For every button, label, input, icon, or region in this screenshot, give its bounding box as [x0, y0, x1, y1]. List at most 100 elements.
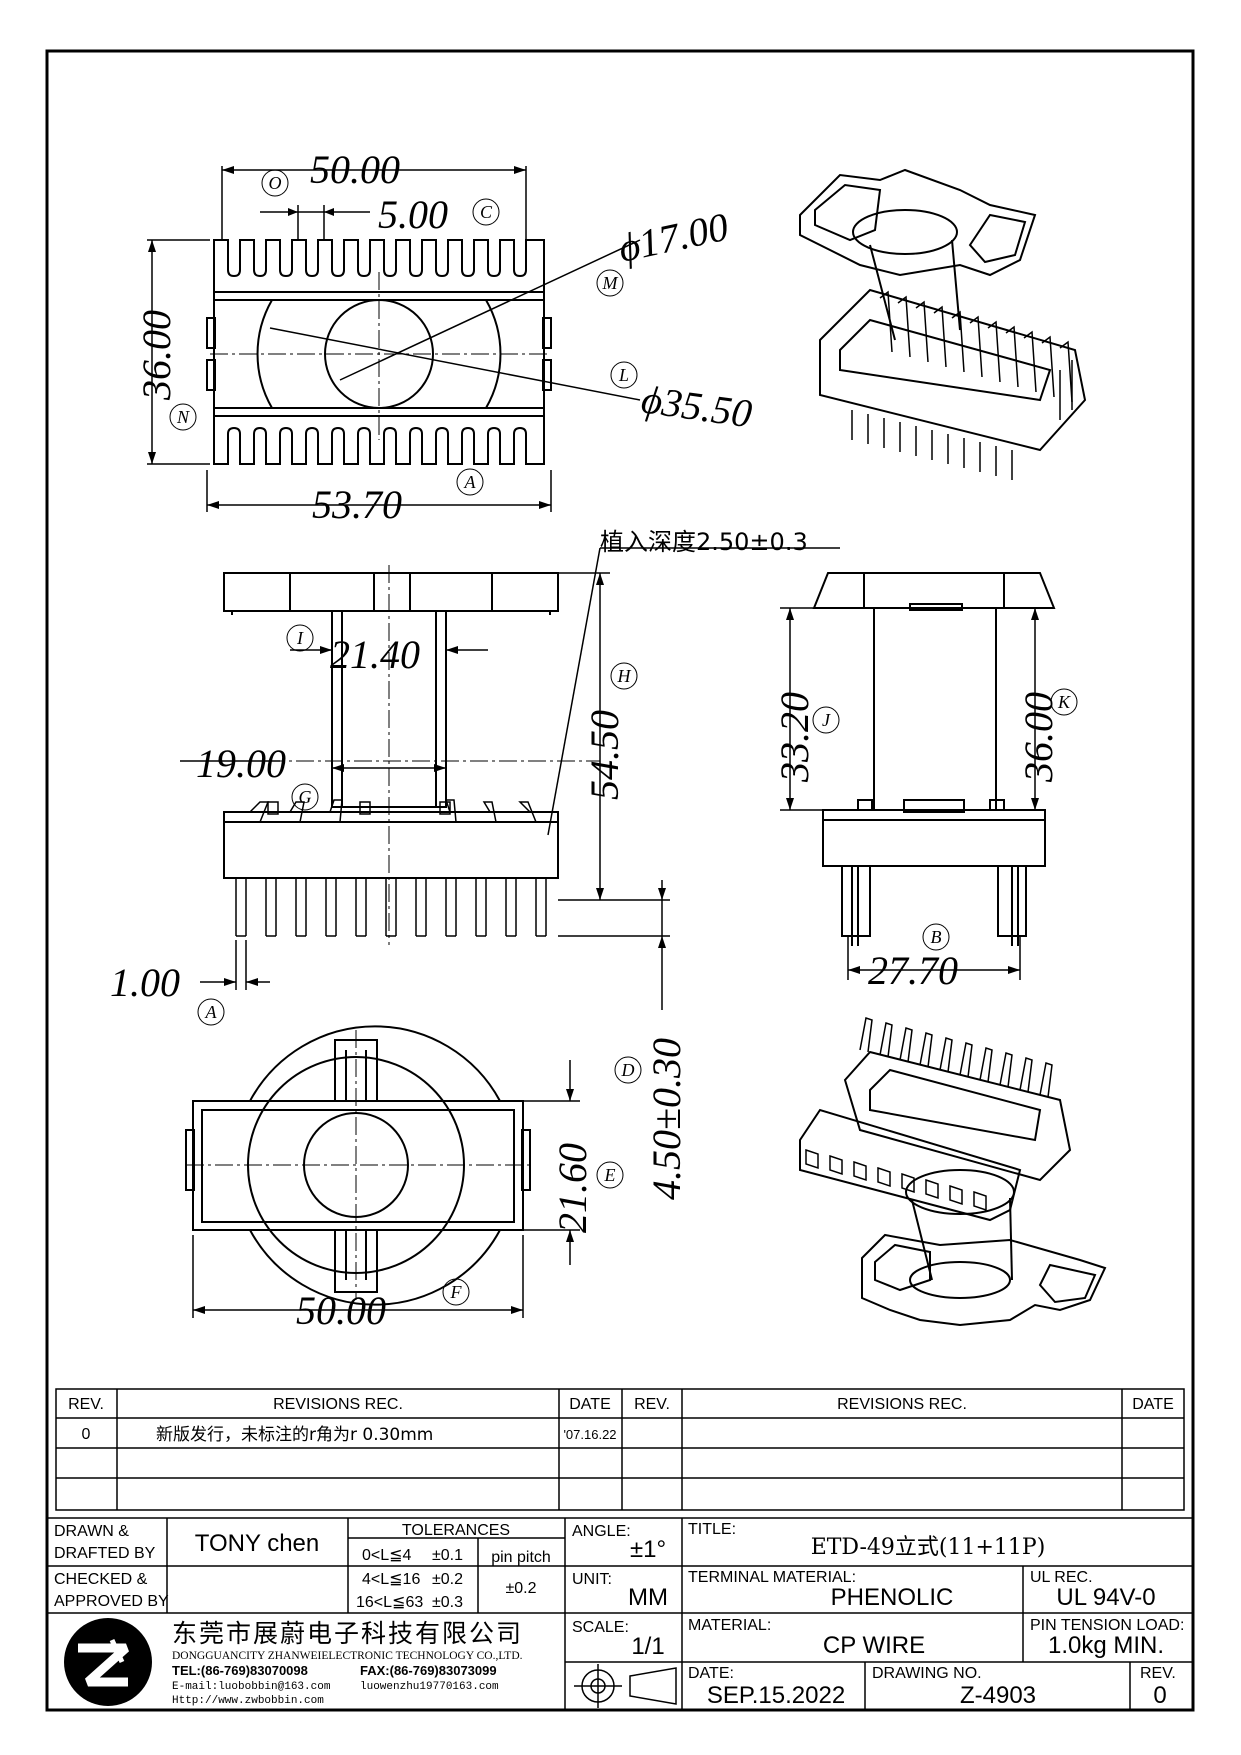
pin-pitch-label: pin pitch: [491, 1549, 551, 1566]
rev-value: 0: [1153, 1682, 1166, 1709]
rec-header: REVISIONS REC.: [273, 1396, 403, 1413]
tol-value-1: ±0.1: [432, 1547, 463, 1564]
ul-value: UL 94V-0: [1056, 1584, 1155, 1611]
drawing-no-value: Z-4903: [960, 1682, 1036, 1709]
dim-top-bottom-width: 53.70: [312, 482, 402, 527]
pin-tension-label: PIN TENSION LOAD:: [1030, 1617, 1184, 1634]
drawing-no-label: DRAWING NO.: [872, 1665, 982, 1682]
rev-header: REV.: [68, 1396, 104, 1413]
callouts-top: [169, 169, 638, 496]
drafted-label: DRAFTED BY: [54, 1545, 156, 1562]
tol-value-3: ±0.3: [432, 1594, 463, 1611]
callout-letter: I: [296, 628, 304, 648]
revision-row-rec: 新版发行，未标注的r角为r 0.30mm: [156, 1425, 433, 1445]
drawn-by-value: TONY chen: [195, 1530, 320, 1557]
revision-row-rev: 0: [82, 1426, 91, 1443]
date-header-right: DATE: [1132, 1396, 1173, 1413]
callout-letter: G: [299, 787, 312, 807]
callouts-front: [197, 624, 638, 1026]
callout-letter: N: [176, 407, 190, 427]
dim-side-inner-height: 33.20: [772, 692, 817, 783]
tol-value-2: ±0.2: [432, 1571, 463, 1588]
top-view-arrows: [148, 166, 551, 509]
angle-value: ±1°: [630, 1536, 666, 1563]
company-email-2: luowenzhu19770163.com: [360, 1681, 499, 1693]
scale-label: SCALE:: [572, 1619, 629, 1636]
callout-letter: C: [480, 202, 493, 222]
callouts-bottom: [442, 1056, 642, 1306]
company-logo-icon: [64, 1618, 152, 1706]
isometric-view-top: [799, 168, 1087, 480]
title-label: TITLE:: [688, 1521, 736, 1538]
isometric-view-bottom: [799, 1017, 1107, 1327]
top-view: [206, 239, 641, 465]
rev-label: REV.: [1140, 1665, 1176, 1682]
callout-letter: D: [621, 1060, 635, 1080]
angle-label: ANGLE:: [572, 1523, 631, 1540]
callout-letter: J: [822, 710, 831, 730]
bottom-view-arrows: [193, 1089, 574, 1314]
dim-pin-length: 4.50±0.30: [644, 1038, 689, 1200]
note-insertion-depth: 植入深度2.50±0.3: [600, 528, 808, 556]
dim-pin-pitch: 5.00: [378, 192, 448, 237]
callout-letter: O: [269, 173, 282, 193]
title-block-grid: [46, 1517, 1194, 1711]
callout-letter: M: [602, 273, 619, 293]
dim-top-width: 50.00: [310, 147, 400, 192]
dim-outer-diameter: ϕ35.50: [639, 376, 755, 436]
dim-side-base-width: 27.70: [868, 948, 958, 993]
company-name-cn: 东莞市展蔚电子科技有限公司: [172, 1619, 523, 1648]
company-web: Http://www.zwbobbin.com: [172, 1695, 324, 1707]
bottom-view: [185, 1025, 531, 1306]
side-view-arrows: [786, 608, 1039, 974]
material-value: CP WIRE: [823, 1632, 925, 1659]
dim-pin-span: 19.00: [196, 741, 286, 786]
ul-label: UL REC.: [1030, 1569, 1093, 1586]
scale-value: 1/1: [631, 1633, 664, 1660]
terminal-material-value: PHENOLIC: [831, 1584, 954, 1611]
callout-letter: A: [464, 472, 477, 492]
date-header: DATE: [569, 1396, 610, 1413]
side-view-dimensions: [780, 607, 1036, 980]
material-label: MATERIAL:: [688, 1617, 771, 1634]
rec-header-right: REVISIONS REC.: [837, 1396, 967, 1413]
company-tel: TEL:(86-769)83070098: [172, 1663, 308, 1678]
terminal-material-label: TERMINAL MATERIAL:: [688, 1569, 856, 1586]
approved-label: APPROVED BY: [54, 1593, 169, 1610]
unit-value: MM: [628, 1584, 668, 1611]
dim-pin-thickness: 1.00: [110, 960, 180, 1005]
tol-range-1: 0<L≦4: [362, 1547, 412, 1564]
dim-side-outer-height: 36.00: [1016, 692, 1061, 783]
dim-bottom-height: 21.60: [550, 1143, 595, 1233]
callout-letter: B: [931, 927, 942, 947]
revision-table: [55, 1388, 1185, 1511]
tol-range-3: 16<L≦63: [356, 1594, 423, 1611]
checked-label: CHECKED &: [54, 1571, 148, 1588]
front-view-arrows: [224, 573, 666, 986]
projection-symbol-icon: [574, 1664, 677, 1708]
rev-header-right: REV.: [634, 1396, 670, 1413]
callouts-side: [812, 688, 1078, 951]
dim-top-height: 36.00: [134, 310, 179, 401]
date-value: SEP.15.2022: [707, 1682, 845, 1709]
side-view: [812, 572, 1056, 946]
date-label: DATE:: [688, 1665, 734, 1682]
callout-letter: K: [1057, 692, 1071, 712]
callout-letter: E: [604, 1165, 616, 1185]
front-view: [180, 565, 600, 945]
title-value: ETD-49立式(11+11P): [811, 1535, 1046, 1560]
company-name-en: DONGGUANCITY ZHANWEIELECTRONIC TECHNOLOG…: [172, 1650, 523, 1662]
tol-range-2: 4<L≦16: [362, 1571, 420, 1588]
pin-tension-value: 1.0kg MIN.: [1048, 1632, 1164, 1659]
callout-letter: H: [617, 666, 632, 686]
company-fax: FAX:(86-769)83073099: [360, 1663, 497, 1678]
tolerances-label: TOLERANCES: [402, 1522, 510, 1539]
dim-core-width: 21.40: [330, 632, 420, 677]
dim-core-diameter: ϕ17.00: [615, 204, 733, 271]
pin-pitch-tol: ±0.2: [505, 1580, 536, 1597]
callout-letter: F: [450, 1282, 463, 1302]
callout-letter: L: [618, 365, 629, 385]
company-email: E-mail:luobobbin@163.com: [172, 1681, 331, 1693]
drawn-label: DRAWN &: [54, 1523, 129, 1540]
